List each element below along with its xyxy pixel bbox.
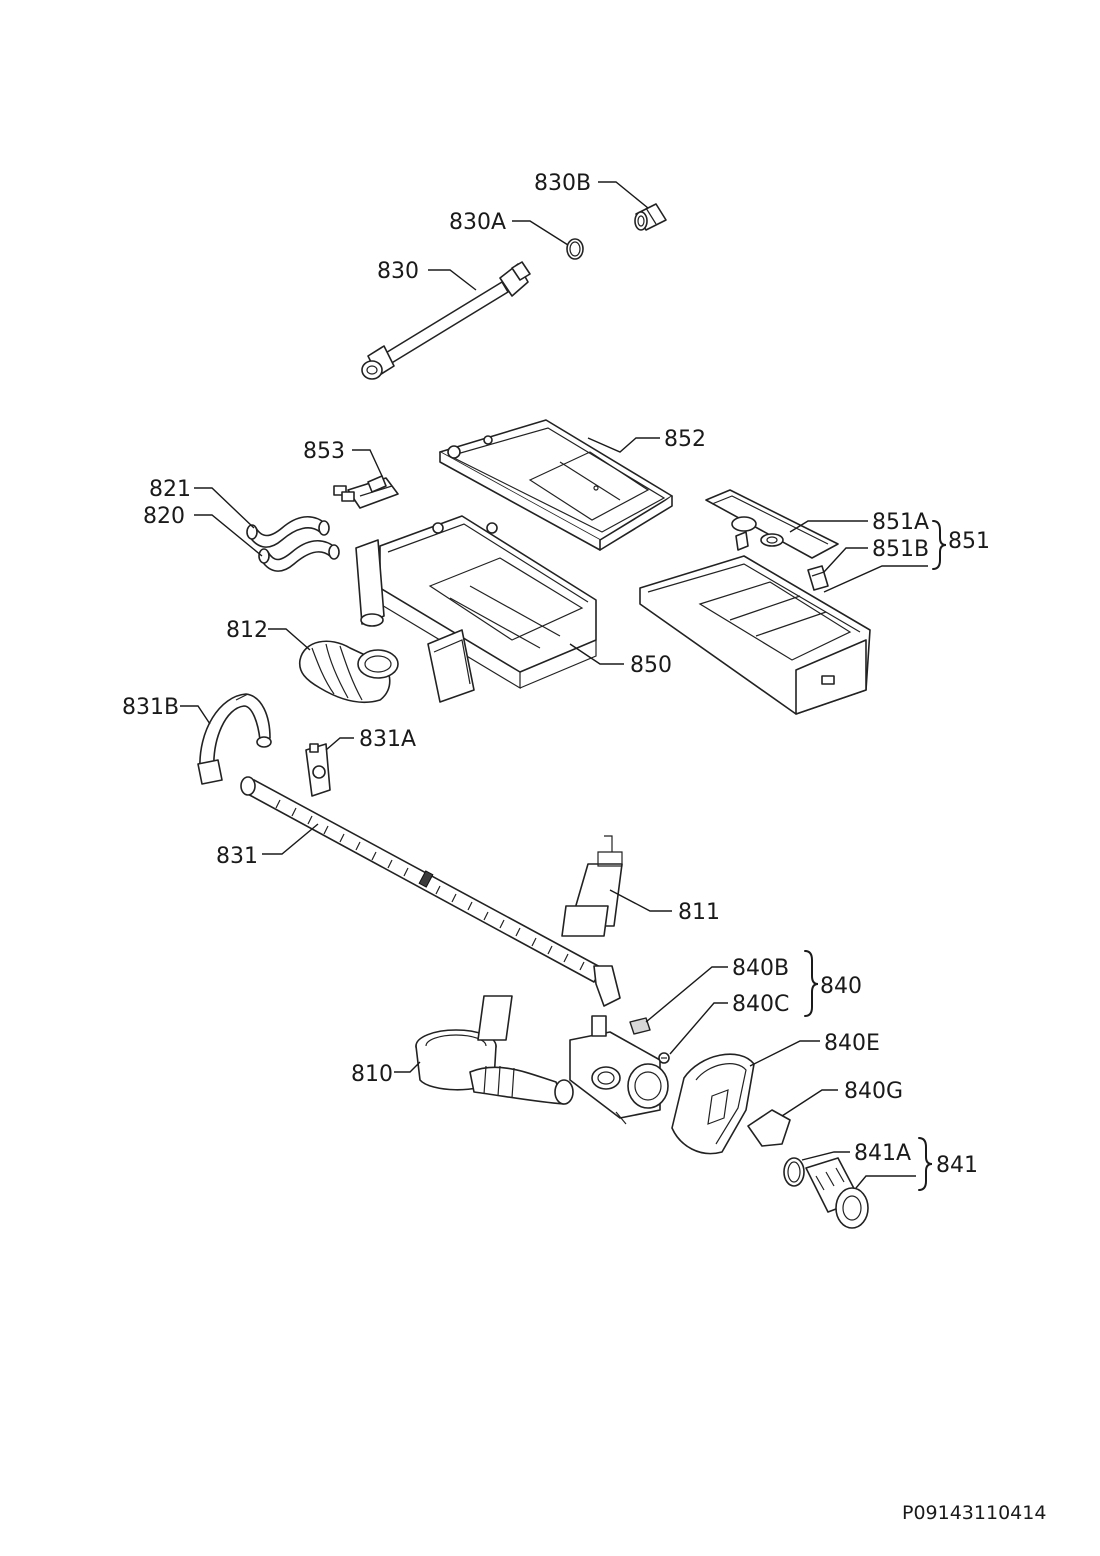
part-850 <box>355 515 597 703</box>
label-840G: 840G <box>844 1079 903 1104</box>
part-811 <box>561 835 623 937</box>
group-braces <box>804 520 947 1191</box>
brace-841 <box>918 1137 933 1191</box>
label-840: 840 <box>820 974 862 999</box>
label-852: 852 <box>664 427 706 452</box>
brace-851 <box>932 520 947 570</box>
part-853 <box>333 475 399 509</box>
part-851B <box>807 565 829 591</box>
part-841 <box>805 1157 869 1229</box>
label-841A: 841A <box>854 1141 911 1166</box>
part-820 <box>258 540 340 572</box>
part-810 <box>415 995 574 1105</box>
part-831B <box>197 693 272 785</box>
label-831A: 831A <box>359 727 416 752</box>
part-830A <box>566 238 584 260</box>
document-id: P09143110414 <box>902 1502 1046 1524</box>
label-811: 811 <box>678 900 720 925</box>
part-840B <box>629 1017 651 1035</box>
part-840E <box>671 1053 755 1155</box>
leader-lines <box>180 181 928 1189</box>
label-830: 830 <box>377 259 419 284</box>
brace-840 <box>804 950 819 1017</box>
part-840G <box>747 1109 791 1147</box>
part-821 <box>246 516 330 548</box>
label-841: 841 <box>936 1153 978 1178</box>
part-840C <box>658 1052 670 1064</box>
label-820: 820 <box>143 504 185 529</box>
label-821: 821 <box>149 477 191 502</box>
label-853: 853 <box>303 439 345 464</box>
label-812: 812 <box>226 618 268 643</box>
label-851A: 851A <box>872 510 929 535</box>
label-830B: 830B <box>534 171 591 196</box>
label-830A: 830A <box>449 210 506 235</box>
label-810: 810 <box>351 1062 393 1087</box>
part-830 <box>361 261 531 380</box>
part-851A <box>705 489 839 559</box>
part-840 <box>569 1015 669 1125</box>
label-840C: 840C <box>732 992 789 1017</box>
part-852 <box>439 419 673 551</box>
part-831 <box>240 776 621 1007</box>
label-851B: 851B <box>872 537 929 562</box>
part-851 <box>639 555 871 715</box>
label-840E: 840E <box>824 1031 880 1056</box>
label-850: 850 <box>630 653 672 678</box>
label-840B: 840B <box>732 956 789 981</box>
part-812 <box>298 640 399 704</box>
label-831B: 831B <box>122 695 179 720</box>
part-841A <box>783 1157 805 1187</box>
part-830B <box>634 203 667 231</box>
label-831: 831 <box>216 844 258 869</box>
part-labels: 830B 830A 830 853 852 821 820 851A 851B … <box>122 171 990 1178</box>
part-831A <box>305 743 331 797</box>
label-851: 851 <box>948 529 990 554</box>
